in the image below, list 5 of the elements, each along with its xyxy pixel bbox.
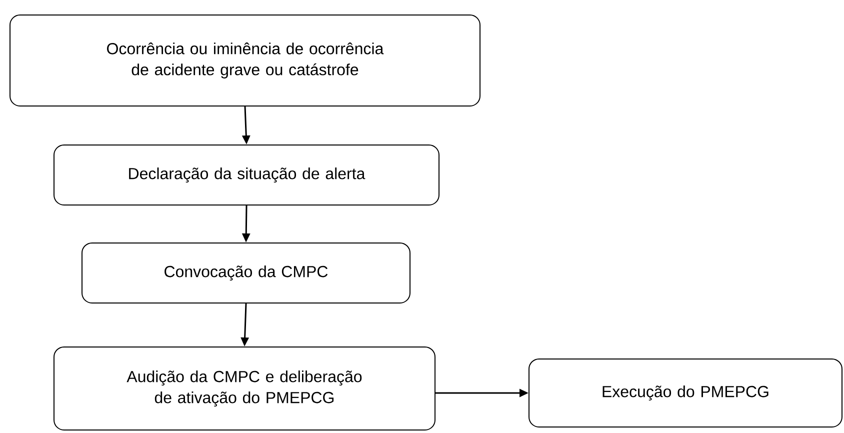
process-box: Declaração da situação de alerta bbox=[54, 144, 440, 206]
process-box: Ocorrência ou iminência de ocorrência de acidente grave ou catástrofe bbox=[10, 14, 480, 106]
process-box: Execução do PMEPCG bbox=[528, 358, 842, 428]
process-box: Audição da CMPC e deliberação de ativação do PMEPCG bbox=[54, 346, 436, 430]
process-box: Convocação da CMPC bbox=[82, 242, 410, 304]
